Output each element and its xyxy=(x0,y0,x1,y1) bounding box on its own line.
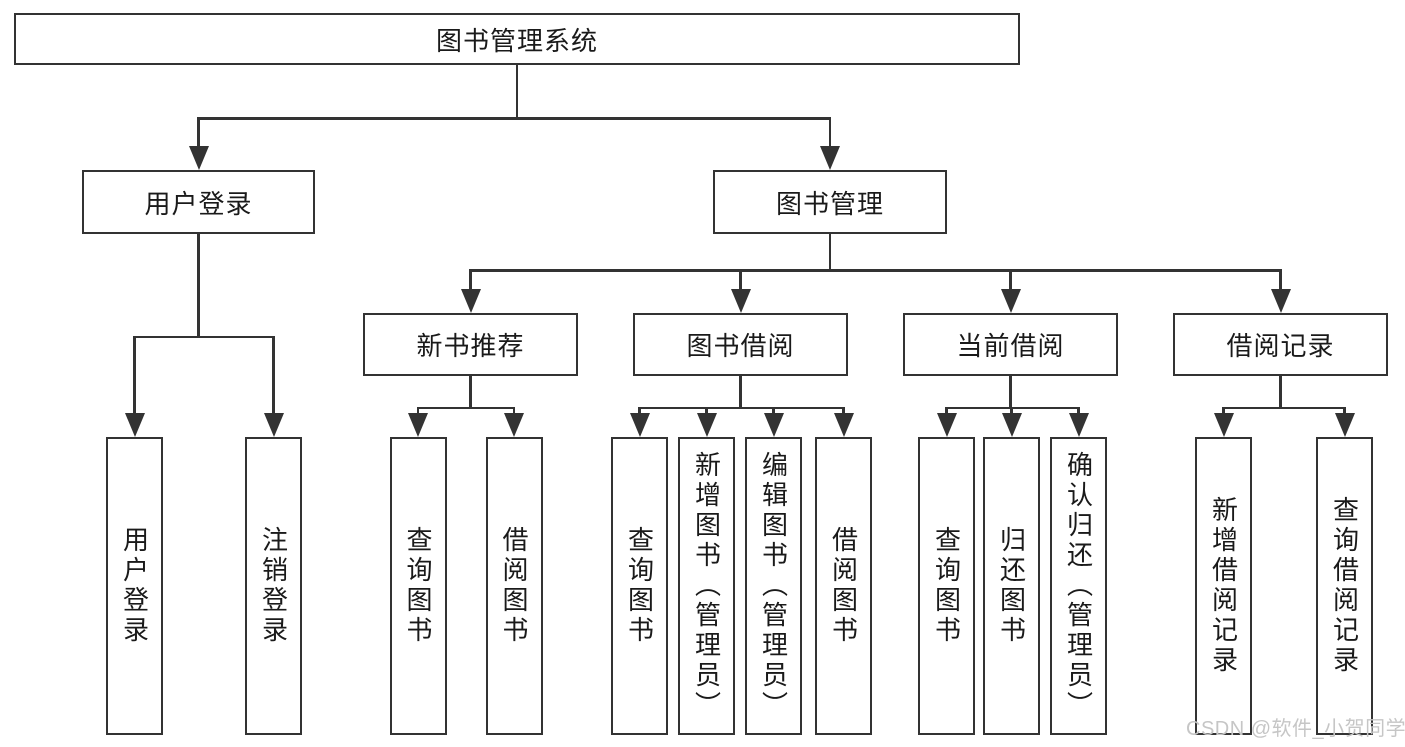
connector-stem-borrow-records xyxy=(1279,270,1282,292)
leaf-query-books-1: 查询图书 xyxy=(389,437,447,735)
connector-group3-down xyxy=(1009,376,1012,407)
connector-stem-user-login xyxy=(197,118,200,149)
connector-group4-down xyxy=(1279,376,1282,407)
leaf-confirm-return-admin: 确认归还（管理员） xyxy=(1050,437,1107,735)
connector-group3-stem3 xyxy=(1077,407,1080,416)
connector-group4-stem1 xyxy=(1222,407,1225,416)
node-borrow-records-label: 借阅记录 xyxy=(1226,331,1335,361)
arrowhead-user-login xyxy=(188,146,209,170)
arrowhead-leaf-logout xyxy=(263,413,284,437)
arrowhead-group4-leaf1 xyxy=(1213,413,1234,437)
leaf-query-books-3-label: 查询图书 xyxy=(931,526,962,646)
leaf-query-borrow-record-label: 查询借阅记录 xyxy=(1329,496,1360,676)
arrowhead-borrow-records xyxy=(1270,289,1291,313)
node-new-book-recommend-label: 新书推荐 xyxy=(416,331,525,361)
connector-group4-bar xyxy=(1222,406,1346,409)
leaf-borrow-books-2-label: 借阅图书 xyxy=(828,526,859,646)
arrowhead-group2-leaf1 xyxy=(629,413,650,437)
node-book-borrow-label: 图书借阅 xyxy=(686,331,795,361)
connector-group1-down xyxy=(469,376,472,407)
connector-group1-bar xyxy=(416,406,516,409)
leaf-user-login-label: 用户登录 xyxy=(119,526,150,646)
leaf-logout: 注销登录 xyxy=(245,437,302,735)
leaf-logout-label: 注销登录 xyxy=(258,526,289,646)
arrowhead-group3-leaf3 xyxy=(1068,413,1089,437)
arrowhead-book-management xyxy=(820,146,840,170)
connector-stem-leaf-logout xyxy=(272,336,275,416)
node-book-management-label: 图书管理 xyxy=(775,188,884,219)
connector-group3-stem2 xyxy=(1010,407,1013,416)
connector-group2-bar xyxy=(638,406,845,409)
csdn-watermark: CSDN @软件_小贺同学 xyxy=(1186,718,1405,740)
connector-stem-new-book xyxy=(469,270,472,292)
leaf-query-books-2: 查询图书 xyxy=(611,437,668,735)
arrowhead-leaf-login xyxy=(124,413,145,437)
leaf-add-borrow-record: 新增借阅记录 xyxy=(1195,437,1252,735)
arrowhead-group2-leaf3 xyxy=(763,413,784,437)
node-current-borrow: 当前借阅 xyxy=(903,313,1118,376)
leaf-query-books-2-label: 查询图书 xyxy=(624,526,655,646)
connector-group2-stem3 xyxy=(772,407,775,416)
connector-group1-stem1 xyxy=(416,407,420,416)
node-root-label: 图书管理系统 xyxy=(435,25,598,56)
connector-level2-bar xyxy=(197,117,831,120)
leaf-user-login: 用户登录 xyxy=(106,437,163,735)
node-current-borrow-label: 当前借阅 xyxy=(956,331,1065,361)
leaf-borrow-books-1-label: 借阅图书 xyxy=(499,526,529,646)
node-borrow-records: 借阅记录 xyxy=(1173,313,1388,376)
leaf-add-books-admin: 新增图书（管理员） xyxy=(678,437,735,735)
connector-group3-stem1 xyxy=(945,407,948,416)
arrowhead-group2-leaf4 xyxy=(833,413,854,437)
leaf-query-borrow-record: 查询借阅记录 xyxy=(1316,437,1373,735)
leaf-add-borrow-record-label: 新增借阅记录 xyxy=(1208,496,1239,676)
connector-group4-stem2 xyxy=(1343,407,1346,416)
arrowhead-group3-leaf1 xyxy=(936,413,957,437)
arrowhead-group1-leaf1 xyxy=(408,413,428,437)
connector-stem-leaf-login xyxy=(133,336,136,416)
connector-book-management-down xyxy=(828,234,832,271)
connector-stem-current-borrow xyxy=(1009,270,1012,292)
node-user-login-label: 用户登录 xyxy=(144,188,253,219)
node-user-login: 用户登录 xyxy=(82,170,315,234)
connector-group2-down xyxy=(739,376,742,407)
leaf-query-books-1-label: 查询图书 xyxy=(403,526,433,646)
connector-user-login-down xyxy=(197,234,200,338)
arrowhead-group1-leaf2 xyxy=(504,413,524,437)
arrowhead-current-borrow xyxy=(1000,289,1021,313)
connector-group1-stem2 xyxy=(512,407,516,416)
node-root-library-system: 图书管理系统 xyxy=(14,13,1020,65)
node-book-borrow: 图书借阅 xyxy=(633,313,848,376)
leaf-borrow-books-1: 借阅图书 xyxy=(485,437,543,735)
connector-group2-stem1 xyxy=(638,407,641,416)
connector-level3-bar xyxy=(469,269,1282,272)
connector-group2-stem4 xyxy=(842,407,845,416)
connector-stem-book-borrow xyxy=(739,270,742,292)
node-book-management: 图书管理 xyxy=(713,170,947,234)
leaf-edit-books-admin-label: 编辑图书（管理员） xyxy=(758,451,789,721)
arrowhead-group3-leaf2 xyxy=(1001,413,1022,437)
node-new-book-recommend: 新书推荐 xyxy=(363,313,578,376)
leaf-add-books-admin-label: 新增图书（管理员） xyxy=(691,451,722,721)
leaf-edit-books-admin: 编辑图书（管理员） xyxy=(745,437,802,735)
connector-stem-book-management xyxy=(828,118,832,149)
arrowhead-group2-leaf2 xyxy=(696,413,717,437)
leaf-return-books: 归还图书 xyxy=(983,437,1040,735)
connector-group2-stem2 xyxy=(705,407,708,416)
leaf-return-books-label: 归还图书 xyxy=(996,526,1027,646)
connector-user-login-bar xyxy=(133,335,275,338)
arrowhead-group4-leaf2 xyxy=(1334,413,1355,437)
leaf-confirm-return-admin-label: 确认归还（管理员） xyxy=(1063,451,1094,721)
arrowhead-book-borrow xyxy=(730,289,751,313)
arrowhead-new-book xyxy=(460,289,481,313)
leaf-query-books-3: 查询图书 xyxy=(918,437,975,735)
leaf-borrow-books-2: 借阅图书 xyxy=(815,437,872,735)
connector-root-trunk xyxy=(515,65,519,119)
